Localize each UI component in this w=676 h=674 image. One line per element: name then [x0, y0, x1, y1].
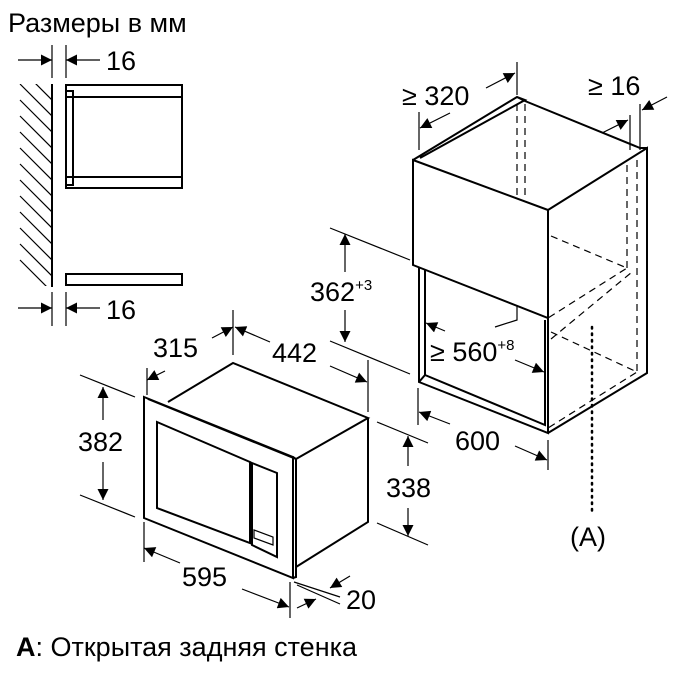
niche-width-label: ≥ 560+8: [430, 337, 514, 367]
back-gap-label: ≥ 16: [588, 71, 640, 101]
wall-hatching: [19, 84, 52, 286]
microwave-drawing: 382 315 442 338 595 20: [78, 310, 431, 618]
cabinet-drawing: ≥ 320 ≥ 16 362+3 ≥ 560+8 600 (A): [310, 62, 668, 552]
front-width-label: 595: [182, 562, 227, 592]
top-gap-label: 16: [106, 46, 136, 76]
legend: A: Открытая задняя стенка: [16, 632, 358, 662]
body-height-label: 338: [386, 473, 431, 503]
niche-height-label: 362+3: [310, 277, 372, 307]
cabinet-width-label: 600: [455, 426, 500, 456]
frame-depth-label: 20: [346, 585, 376, 615]
depth-label: 315: [153, 333, 198, 363]
cabinet-depth-label: ≥ 320: [402, 81, 469, 111]
title: Размеры в мм: [8, 8, 187, 38]
front-height-label: 382: [78, 427, 123, 457]
side-view: 16 16: [18, 45, 183, 326]
body-width-label: 442: [272, 338, 317, 368]
bottom-gap-label: 16: [106, 295, 136, 325]
open-back-marker: (A): [570, 522, 606, 552]
